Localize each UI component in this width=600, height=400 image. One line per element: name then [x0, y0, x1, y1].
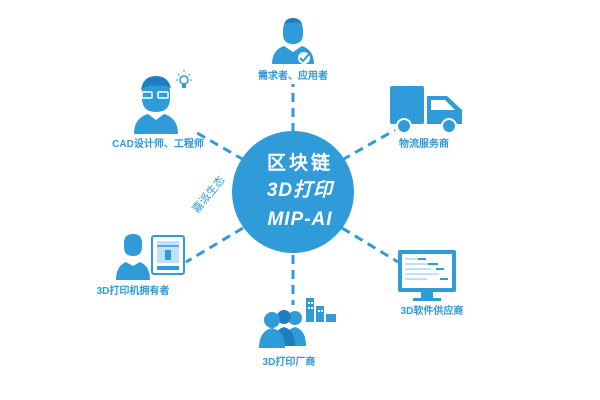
delivery-truck-icon — [390, 86, 462, 134]
connector-bottom-right — [341, 226, 399, 264]
printer-owner-icon — [116, 234, 185, 280]
connector-bottom-left — [185, 226, 244, 264]
manufacturer-icon — [259, 298, 336, 348]
connector-top-left — [191, 128, 245, 162]
software-monitor-icon — [398, 250, 456, 301]
center-circle — [232, 131, 354, 253]
center-title-line1: 区块链 — [266, 153, 333, 174]
node-label-top: 需求者、应用者 — [258, 71, 328, 82]
connector-top-right — [341, 128, 396, 162]
user-check-icon — [272, 18, 314, 64]
node-label-bottom-right: 3D软件供应商 — [400, 306, 464, 317]
node-label-bottom-left: 3D打印机拥有者 — [96, 286, 170, 297]
node-label-bottom: 3D打印厂商 — [262, 357, 316, 368]
node-label-top-left: CAD设计师、工程师 — [112, 139, 204, 150]
center-title-line2: 3D打印 — [266, 180, 334, 201]
center-title-line3: MIP-AI — [267, 209, 333, 230]
node-label-top-right: 物流服务商 — [399, 139, 449, 150]
engineer-idea-icon — [134, 70, 192, 134]
